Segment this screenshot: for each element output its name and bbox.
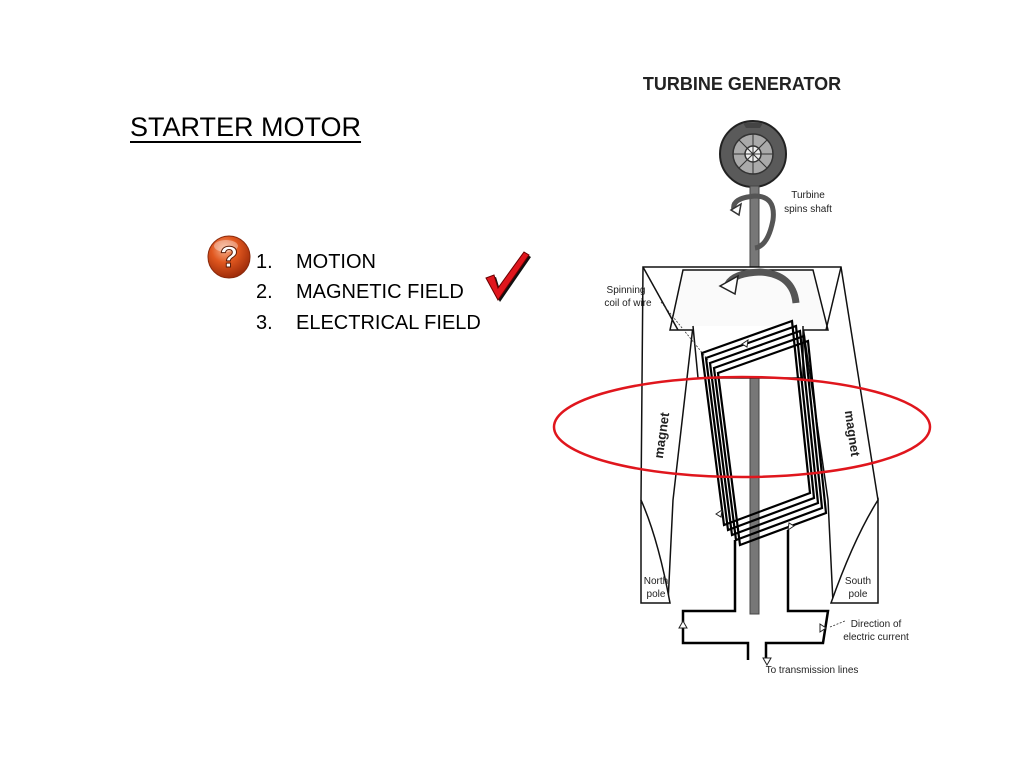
current-leader-line [829, 620, 846, 628]
transmission-label: To transmission lines [766, 665, 859, 676]
diagram-title: TURBINE GENERATOR [643, 74, 841, 94]
turbine-rotation-arrow [731, 193, 776, 251]
north-pole-label-line2: pole [647, 589, 666, 600]
current-label-line2: electric current [843, 632, 909, 643]
answer-number: 1. [256, 250, 273, 273]
coil-label-line2: coil of wire [604, 298, 652, 309]
highlight-ellipse [552, 375, 932, 479]
magnet-housing [640, 266, 879, 604]
north-pole-label-line1: North [644, 576, 668, 587]
question-icon: ? [207, 235, 251, 279]
coil-label-line1: Spinning [607, 285, 646, 296]
answer-item: 3. ELECTRICAL FIELD [256, 308, 481, 339]
wire-coil [700, 319, 828, 547]
answer-text: MAGNETIC FIELD [296, 281, 464, 304]
answer-number: 3. [256, 311, 273, 334]
turbine-label-line1: Turbine [791, 190, 825, 201]
coil-leader-line [660, 301, 709, 361]
south-pole-label-line2: pole [849, 589, 868, 600]
turbine-label-line2: spins shaft [784, 204, 832, 215]
answer-item: 2. MAGNETIC FIELD [256, 278, 481, 309]
current-label-line1: Direction of [851, 619, 902, 630]
south-pole-label-line1: South [845, 576, 871, 587]
answer-number: 2. [256, 281, 273, 304]
svg-text:?: ? [220, 241, 238, 274]
slide-title: STARTER MOTOR [130, 112, 362, 142]
answer-list: 1. MOTION 2. MAGNETIC FIELD 3. ELECTRICA… [256, 247, 481, 339]
checkmark-icon [485, 251, 531, 302]
magnet-label-right: magnet [842, 409, 863, 458]
turbine-generator-diagram: TURBINE GENERATOR Turbine spins shaft [552, 74, 932, 676]
answer-text: MOTION [296, 250, 376, 273]
magnet-label-left: magnet [651, 411, 672, 460]
answer-text: ELECTRICAL FIELD [296, 311, 481, 334]
turbine-wheel [719, 120, 787, 188]
shaft [749, 185, 760, 615]
answer-item: 1. MOTION [256, 247, 481, 278]
